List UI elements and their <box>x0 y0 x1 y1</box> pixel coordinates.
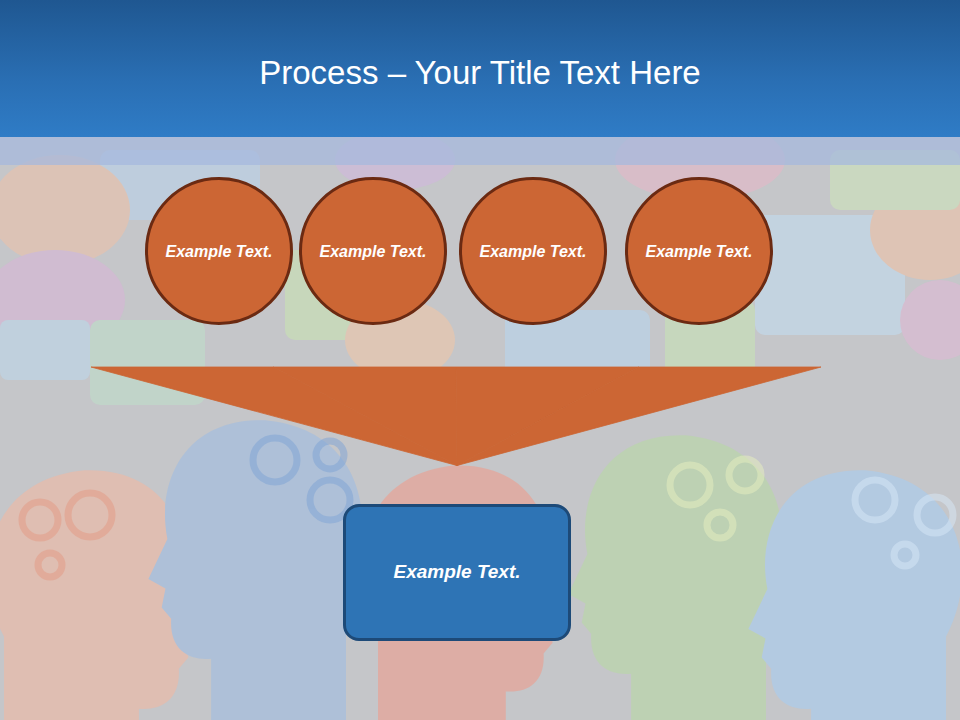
step-circle: Example Text. <box>299 177 447 325</box>
funnel-arrow <box>274 325 458 466</box>
step-circle: Example Text. <box>459 177 607 325</box>
step-circle: Example Text. <box>625 177 773 325</box>
node-text: Example Text. <box>165 240 272 263</box>
funnel-slice <box>91 367 457 466</box>
funnel-link <box>533 325 534 367</box>
step-circle: Example Text. <box>145 177 293 325</box>
node-text: Example Text. <box>479 240 586 263</box>
result-box: Example Text. <box>343 504 571 641</box>
funnel-slice <box>457 367 821 466</box>
slide-title: Process – Your Title Text Here <box>20 50 940 96</box>
funnel-link <box>219 325 220 367</box>
funnel-arrow <box>91 325 457 466</box>
title-band <box>0 137 960 165</box>
funnel-slice <box>274 367 458 466</box>
funnel-arrow <box>457 325 821 466</box>
node-text: Example Text. <box>645 240 752 263</box>
funnel-link <box>699 325 700 367</box>
node-text: Example Text. <box>319 240 426 263</box>
funnel-link <box>373 325 374 367</box>
node-text: Example Text. <box>393 560 520 584</box>
